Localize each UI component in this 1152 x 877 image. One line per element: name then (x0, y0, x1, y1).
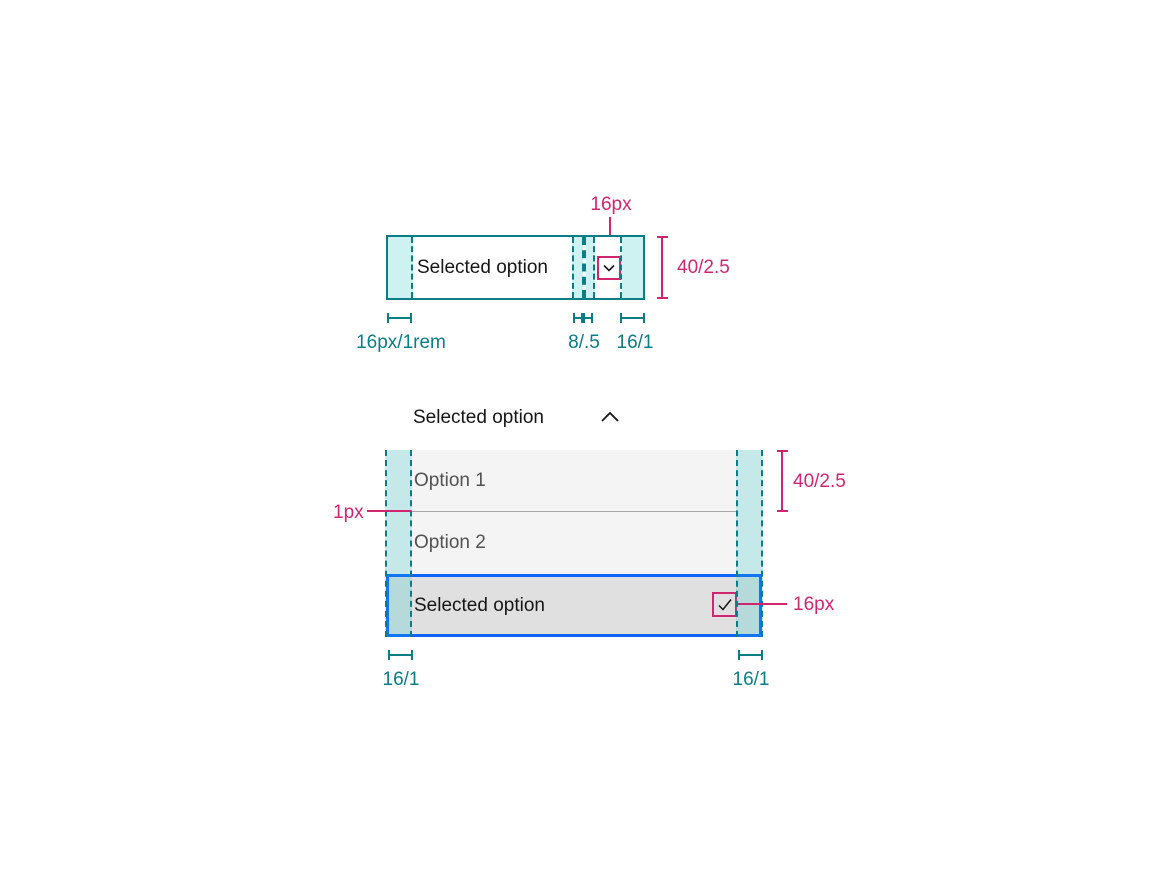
menu-option-selected-label[interactable]: Selected option (414, 595, 545, 616)
closed-icon-right-dash (620, 237, 622, 298)
menu-left-padding-measure (388, 650, 413, 660)
closed-height-annotation: 40/2.5 (677, 257, 730, 278)
closed-right-padding-measure (620, 313, 645, 323)
closed-gap-highlight-b (586, 237, 595, 298)
closed-right-padding-label: 16/1 (616, 332, 654, 353)
menu-left-padding-highlight (385, 450, 412, 637)
menu-right-padding-highlight (736, 450, 763, 637)
closed-gap-middle-tick (582, 237, 586, 298)
menu-right-padding-measure (738, 650, 763, 660)
check-size-annotation: 16px (793, 594, 835, 615)
closed-left-padding-label: 16px/1rem (356, 332, 446, 353)
closed-right-padding-highlight (622, 237, 643, 298)
divider-annotation-leader-line (367, 510, 411, 512)
chevron-up-icon[interactable] (598, 409, 622, 426)
chevron-down-icon (601, 260, 617, 276)
closed-dropdown-field[interactable] (386, 235, 645, 300)
closed-gap-highlight-a (572, 237, 583, 298)
closed-dropdown-value: Selected option (417, 257, 548, 278)
check-annotation-leader-line (737, 603, 787, 605)
menu-row-height-measure (777, 450, 788, 512)
menu-option-2[interactable]: Option 2 (414, 532, 486, 553)
closed-gap-measure-a (573, 313, 583, 323)
closed-left-padding-highlight (388, 237, 413, 298)
closed-gap-label: 8/.5 (568, 332, 600, 353)
closed-chevron-icon-box (597, 256, 621, 280)
divider-annotation: 1px (333, 502, 364, 523)
closed-icon-size-annotation: 16px (590, 194, 632, 215)
menu-right-padding-label: 16/1 (732, 669, 770, 690)
closed-left-padding-measure (387, 313, 412, 323)
menu-left-padding-label: 16/1 (382, 669, 420, 690)
closed-height-measure (657, 236, 668, 299)
closed-gap-measure-b (583, 313, 593, 323)
selected-check-icon-box (712, 592, 737, 617)
menu-option-1[interactable]: Option 1 (414, 470, 486, 491)
checkmark-icon (716, 596, 734, 614)
menu-option-selected-row[interactable] (386, 574, 762, 637)
open-trigger-value[interactable]: Selected option (413, 407, 544, 428)
menu-divider (411, 511, 738, 512)
menu-row-height-annotation: 40/2.5 (793, 471, 846, 492)
